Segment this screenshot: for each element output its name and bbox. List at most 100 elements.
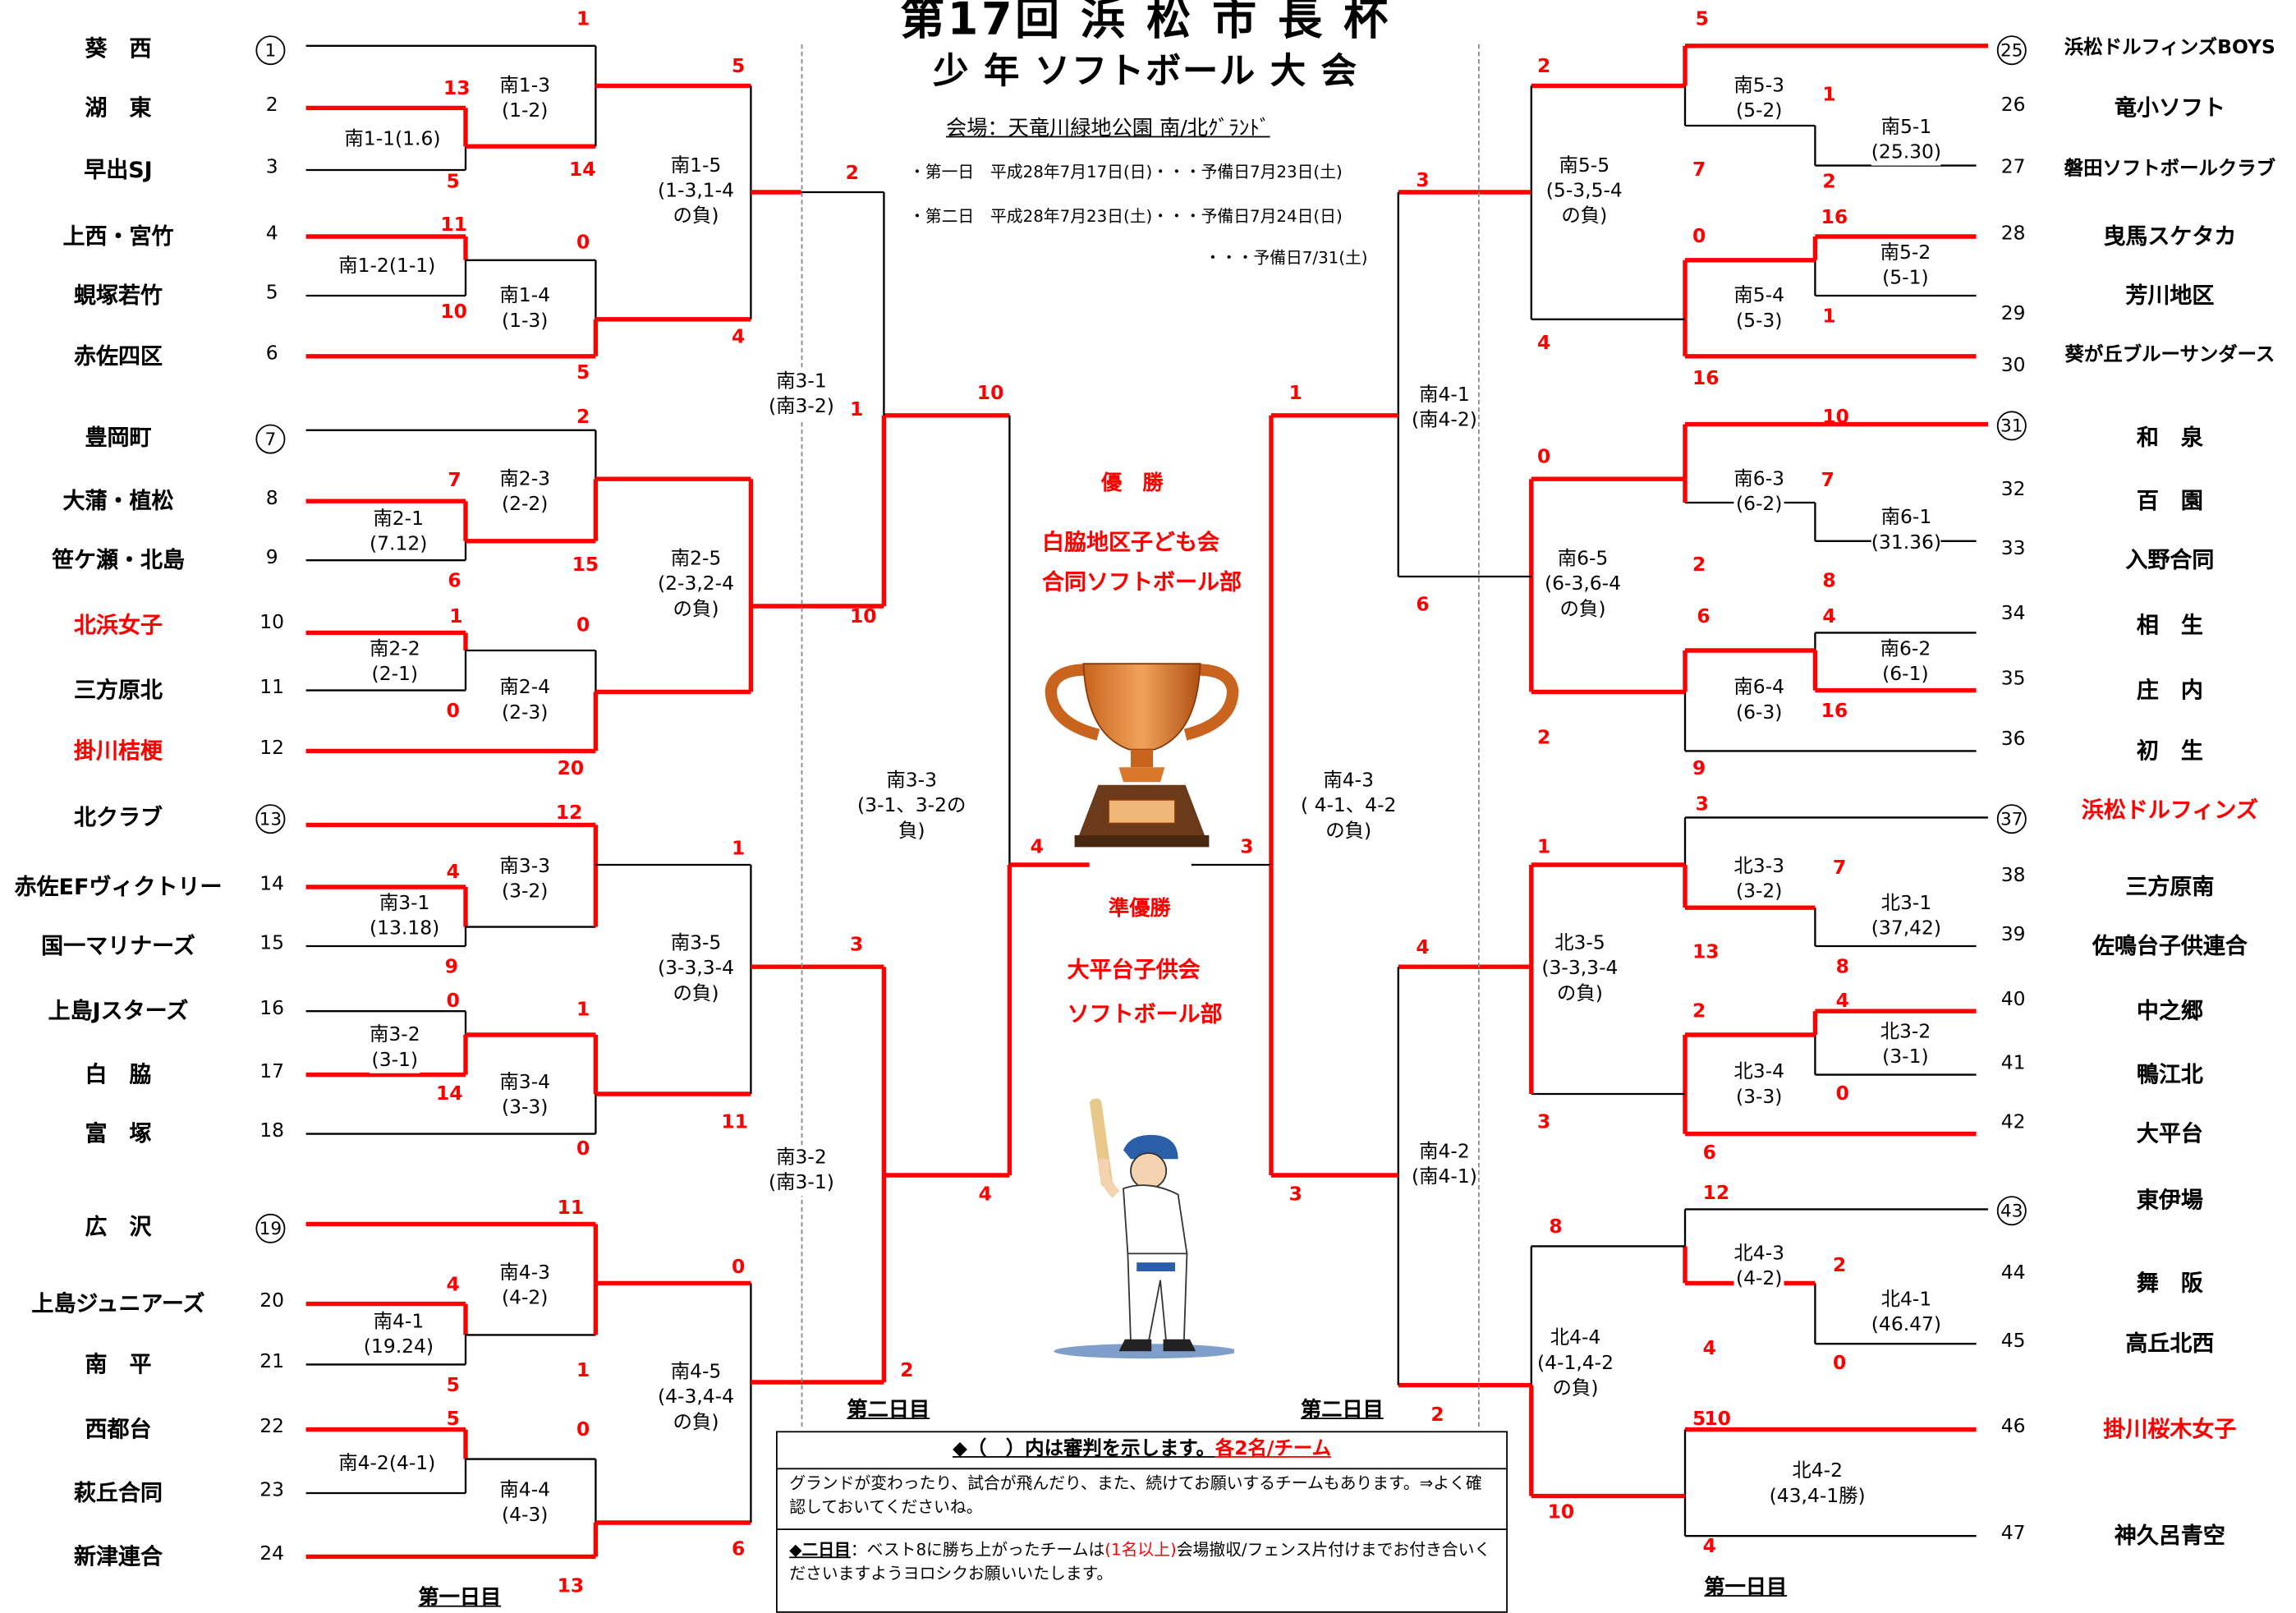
runner-up-name-2: ソフトボール部 xyxy=(1067,1000,1223,1027)
team-name-left: 早出SJ xyxy=(84,156,153,184)
team-number-left: 18 xyxy=(259,1120,285,1143)
match-score: 1 xyxy=(732,838,746,861)
team-number-right: 47 xyxy=(2000,1523,2026,1545)
notes-day2-text-a: ：ベスト8に勝ち上がったチームは xyxy=(850,1540,1105,1560)
match-score: 2 xyxy=(1430,1404,1444,1427)
team-number-right: 39 xyxy=(2000,924,2026,946)
match-label: 南2-4 (2-3) xyxy=(499,675,551,726)
match-score: 2 xyxy=(1537,56,1551,79)
match-label: 南4-2 (南4-1) xyxy=(1412,1139,1477,1190)
match-score: 0 xyxy=(1692,226,1706,249)
match-score: 2 xyxy=(576,407,590,429)
match-score: 12 xyxy=(555,802,583,825)
match-label: 南2-2 (2-1) xyxy=(370,636,420,687)
match-score: 2 xyxy=(1692,554,1706,577)
team-name-right: 高丘北西 xyxy=(2125,1330,2215,1358)
match-score: 15 xyxy=(572,554,599,577)
team-number-left: 22 xyxy=(259,1416,285,1439)
team-number-right: 42 xyxy=(2000,1111,2026,1134)
match-score: 4 xyxy=(1835,990,1849,1013)
team-name-right: 庄 内 xyxy=(2136,677,2203,704)
team-name-right: 相 生 xyxy=(2136,612,2203,639)
match-score: 0 xyxy=(446,990,460,1013)
team-name-left: 西都台 xyxy=(85,1416,152,1443)
match-score: 14 xyxy=(569,159,596,182)
team-name-left: 笹ケ瀬・北島 xyxy=(51,547,185,574)
match-label: 南3-5 (3-3,3-4 の負) xyxy=(658,931,735,1007)
team-number-left: 24 xyxy=(259,1543,285,1566)
match-label: 南4-4 (4-3) xyxy=(499,1478,551,1529)
match-score: 11 xyxy=(440,214,467,237)
team-name-left: 赤佐四区 xyxy=(73,342,163,370)
match-label: 南3-3 (3-2) xyxy=(499,854,551,905)
team-name-right: 三方原南 xyxy=(2125,873,2215,901)
team-number-right: 26 xyxy=(2000,94,2026,117)
match-label: 北4-3 (4-2) xyxy=(1733,1242,1785,1293)
match-label: 南1-2(1-1) xyxy=(338,254,436,280)
team-name-left: 南 平 xyxy=(85,1351,152,1378)
match-label: 北3-3 (3-2) xyxy=(1733,854,1785,905)
match-label: 北4-4 (4-1,4-2 の負) xyxy=(1537,1326,1614,1402)
match-score: 6 xyxy=(1697,606,1711,628)
team-number-right: 45 xyxy=(2000,1330,2026,1353)
notes-header-red: 各2名/チーム xyxy=(1215,1438,1331,1461)
match-score: 6 xyxy=(732,1538,746,1561)
team-number-left: 2 xyxy=(265,94,278,117)
match-label: 北3-2 (3-1) xyxy=(1880,1020,1931,1071)
match-label: 北3-5 (3-3,3-4 の負) xyxy=(1541,931,1619,1007)
match-label: 北4-1 (46.47) xyxy=(1871,1287,1942,1338)
match-label: 北4-2 (43,4-1勝) xyxy=(1769,1459,1866,1510)
team-number-left: 15 xyxy=(259,932,285,955)
team-name-left: 湖 東 xyxy=(85,94,152,122)
team-number-right: 32 xyxy=(2000,479,2026,502)
match-label: 南5-2 (5-1) xyxy=(1880,241,1931,292)
match-score: 10 xyxy=(1822,407,1849,429)
team-name-left: 上島Jスターズ xyxy=(48,998,189,1025)
match-label: 南3-4 (3-3) xyxy=(499,1070,551,1121)
match-score: 0 xyxy=(732,1257,746,1279)
match-score: 3 xyxy=(1695,793,1709,816)
match-label: 北3-4 (3-3) xyxy=(1733,1059,1785,1110)
match-score: 2 xyxy=(1833,1255,1847,1278)
team-name-right: 初 生 xyxy=(2136,738,2203,765)
team-number-left: 6 xyxy=(265,342,278,365)
match-score: 8 xyxy=(1835,956,1849,979)
notes-box: ◆（ ）内は審判を示します。各2名/チーム グランドが変わったり、試合が飛んだり… xyxy=(776,1431,1508,1613)
match-label: 南4-1 (19.24) xyxy=(363,1309,434,1360)
match-score: 13 xyxy=(1692,941,1720,964)
right-day-separator xyxy=(1478,44,1480,1427)
team-number-right: 46 xyxy=(2000,1416,2026,1439)
match-label: 南5-5 (5-3,5-4 の負) xyxy=(1545,154,1623,229)
team-number-right: 28 xyxy=(2000,223,2026,246)
match-label: 南3-2 (3-1) xyxy=(370,1022,420,1073)
team-number-right: 30 xyxy=(2000,355,2026,377)
day2-label-left: 第二日目 xyxy=(847,1398,930,1422)
match-label: 南6-4 (6-3) xyxy=(1733,675,1785,726)
match-score: 7 xyxy=(1821,470,1835,493)
notes-day2-label: ◆二日目 xyxy=(789,1540,851,1560)
match-score: 7 xyxy=(1833,857,1847,880)
team-number-left: 14 xyxy=(259,873,285,896)
match-label: 南3-2 (南3-1) xyxy=(769,1146,834,1197)
team-name-right: 入野合同 xyxy=(2125,547,2215,574)
team-number-right: 25 xyxy=(1996,35,2027,66)
team-name-left: 富 塚 xyxy=(85,1120,152,1147)
team-name-left: 国一マリナーズ xyxy=(41,932,195,960)
team-number-left: 4 xyxy=(265,223,278,246)
match-label: 南5-1 (25.30) xyxy=(1871,115,1942,166)
match-score: 0 xyxy=(576,614,590,637)
team-number-left: 21 xyxy=(259,1351,285,1374)
match-score: 4 xyxy=(446,1274,460,1297)
team-number-left: 11 xyxy=(259,677,285,700)
match-score: 2 xyxy=(1822,171,1836,194)
team-number-left: 1 xyxy=(255,35,286,66)
team-name-left: 北クラブ xyxy=(73,804,163,831)
match-label: 南3-1 (13.18) xyxy=(370,891,440,942)
team-name-left: 上西・宮竹 xyxy=(62,223,174,250)
match-label: 南6-5 (6-3,6-4 の負) xyxy=(1545,547,1622,623)
team-name-left: 掛川桔梗 xyxy=(73,738,163,765)
match-score: 10 xyxy=(1547,1501,1575,1524)
match-score: 5 xyxy=(1695,8,1709,31)
